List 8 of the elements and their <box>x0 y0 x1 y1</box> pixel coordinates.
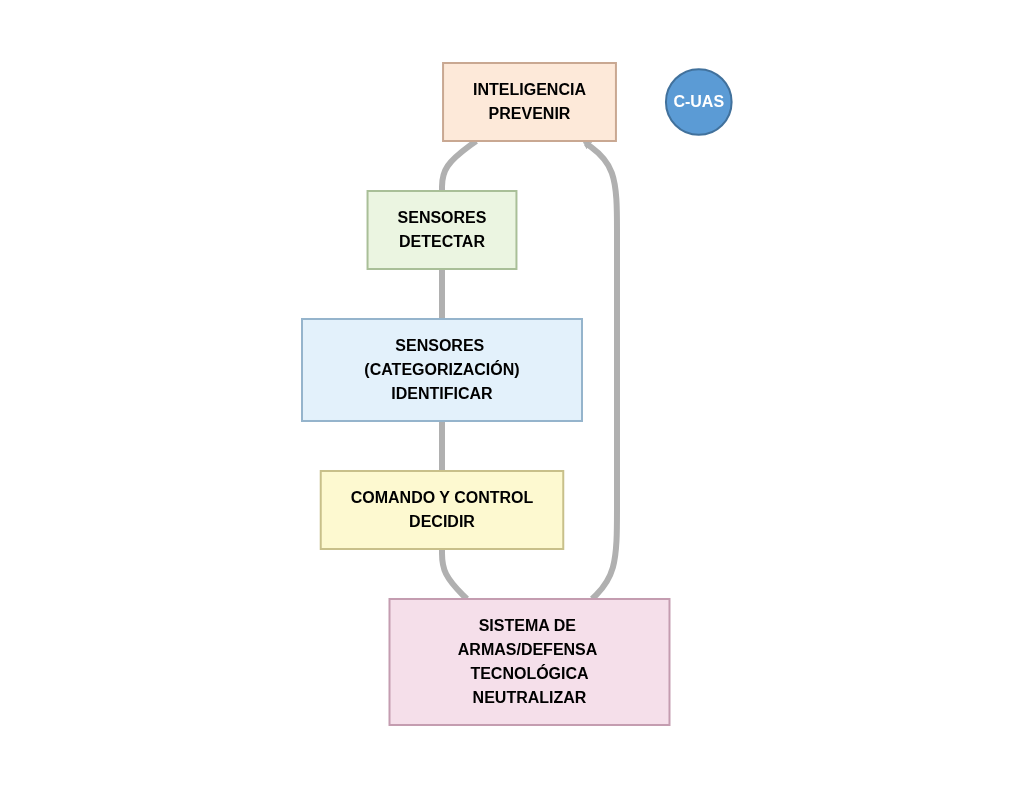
node-circle: C-UAS <box>664 67 733 136</box>
node-box: SENSORES DETECTAR <box>366 189 518 270</box>
connector <box>438 420 445 471</box>
node-box: COMANDO Y CONTROL DECIDIR <box>319 469 564 550</box>
node-box: INTELIGENCIA PREVENIR <box>441 61 617 142</box>
node-box: SENSORES (CATEGORIZACIÓN) IDENTIFICAR <box>300 317 583 422</box>
node-box: SISTEMA DE ARMAS/DEFENSA TECNOLÓGICA NEUTRALIZAR <box>388 597 671 726</box>
connector <box>438 268 445 319</box>
